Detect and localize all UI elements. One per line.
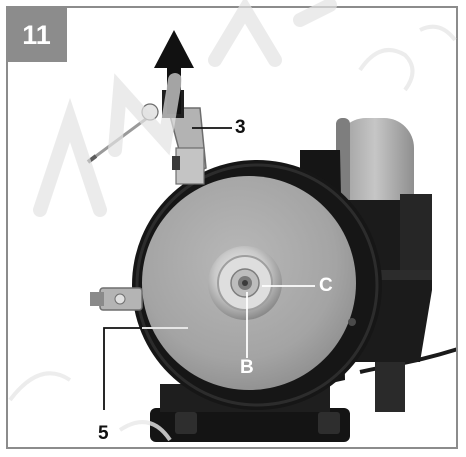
right-foot (375, 362, 405, 412)
base-bolt-right (318, 412, 340, 434)
figure-number-label: 11 (6, 6, 67, 62)
callout-3: 3 (235, 117, 246, 138)
shaft-center (242, 280, 248, 286)
trough-rim (400, 194, 432, 270)
arrow-up-icon (154, 30, 194, 114)
guide-rod-tip (86, 154, 98, 164)
tool-rest-screw (114, 293, 126, 305)
guide-post (175, 147, 205, 185)
callout-5: 5 (98, 423, 109, 444)
callout-c: C (319, 275, 333, 296)
callout-b: B (240, 357, 254, 378)
wheel-guard-rim (135, 163, 379, 407)
guide-knob (141, 103, 159, 121)
tool-rest-clamp (90, 292, 104, 306)
base-bolt-left (175, 412, 197, 434)
guide-side-knob (172, 156, 180, 170)
power-cord (359, 347, 456, 374)
base-plate (150, 408, 350, 442)
guard-screw (348, 318, 356, 326)
